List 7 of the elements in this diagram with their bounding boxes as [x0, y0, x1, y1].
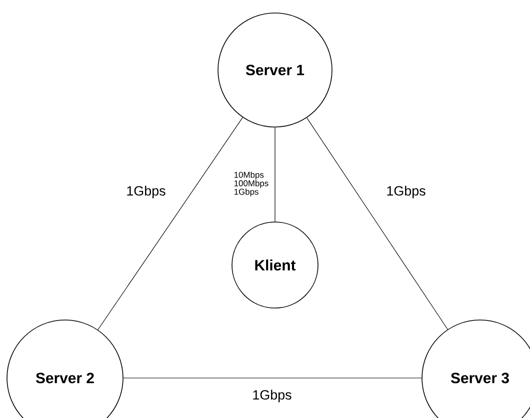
- link-line: [98, 117, 243, 330]
- link-line: [274, 127, 276, 222]
- edge-label: 10Mbps 100Mbps 1Gbps: [234, 172, 268, 196]
- edge-label: 1Gbps: [127, 186, 166, 198]
- link-line: [306, 117, 448, 330]
- edge-label: 1Gbps: [253, 390, 292, 402]
- edge-label: 1Gbps: [387, 186, 426, 198]
